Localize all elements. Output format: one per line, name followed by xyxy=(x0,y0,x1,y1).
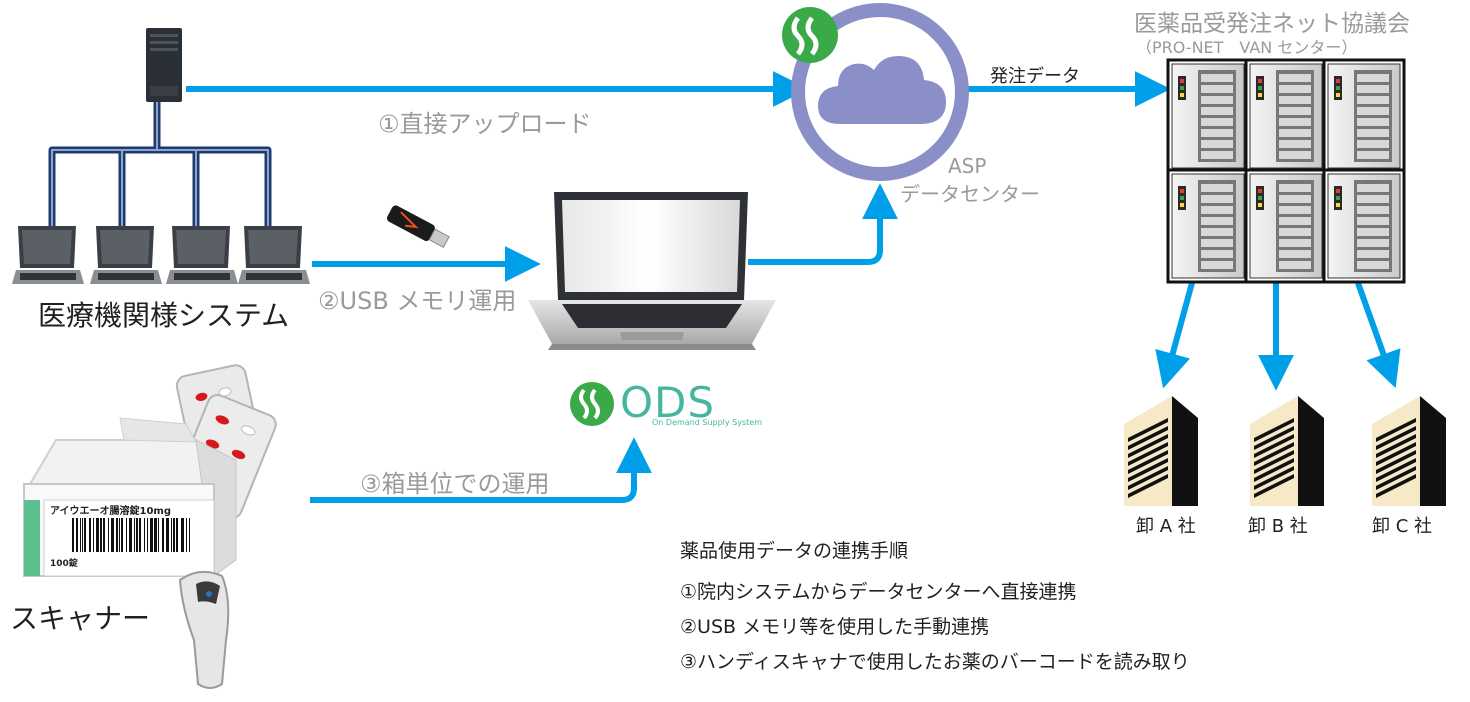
arrow-box xyxy=(310,437,652,503)
steps-title: 薬品使用データの連携手順 xyxy=(680,540,909,562)
server-unit xyxy=(1171,63,1245,169)
ods-logo-text: ODS xyxy=(620,378,716,427)
label-medical-system: 医療機関様システム xyxy=(38,299,290,332)
server-unit xyxy=(1171,173,1245,279)
label-box-operation: ③箱単位での運用 xyxy=(360,470,550,498)
label-asp: ASP xyxy=(948,154,987,178)
network-lines xyxy=(48,96,272,236)
label-vendor-sub: （PRO-NET VAN センター） xyxy=(1136,38,1358,57)
building-icons xyxy=(1124,396,1446,506)
label-data-center: データセンター xyxy=(900,182,1040,206)
label-wholesale-c: 卸 C 社 xyxy=(1372,516,1433,537)
steps-panel: 薬品使用データの連携手順 ①院内システムからデータセンターへ直接連携 ②USB … xyxy=(680,536,1190,674)
ods-tagline: On Demand Supply System xyxy=(652,418,763,427)
flow-arrows xyxy=(186,71,1401,503)
label-order-data: 発注データ xyxy=(990,66,1080,87)
building-icon xyxy=(1124,396,1198,506)
step-item: ③ハンディスキャナで使用したお薬のバーコードを読み取り xyxy=(680,651,1190,673)
laptop-icon xyxy=(528,192,776,350)
building-icon xyxy=(1372,396,1446,506)
label-vendor-title: 医薬品受発注ネット協議会 xyxy=(1134,11,1410,37)
network-lines-inner xyxy=(51,96,269,236)
product-count: 100錠 xyxy=(50,559,78,569)
arrow-to-a xyxy=(1155,282,1195,389)
server-units xyxy=(1171,63,1401,279)
label-wholesale-a: 卸 A 社 xyxy=(1136,516,1196,537)
cloud-icon xyxy=(791,3,969,181)
label-direct-upload: ①直接アップロード xyxy=(378,110,592,138)
server-unit xyxy=(1249,173,1323,279)
server-unit xyxy=(1327,173,1401,279)
server-unit xyxy=(1249,63,1323,169)
building-icon xyxy=(1250,396,1324,506)
server-unit xyxy=(1327,63,1401,169)
barcode-scanner-icon xyxy=(178,570,230,689)
step-item: ②USB メモリ等を使用した手動連携 xyxy=(680,616,990,638)
medicine-box-icon xyxy=(23,364,277,577)
usb-stick-icon xyxy=(386,205,450,248)
step-item: ①院内システムからデータセンターへ直接連携 xyxy=(680,581,1077,603)
ods-logo-icon xyxy=(570,382,614,426)
product-name: アイウエーオ腸溶錠10mg xyxy=(50,506,171,517)
arrow-to-c xyxy=(1355,281,1401,389)
label-usb-operation: ②USB メモリ運用 xyxy=(318,287,517,315)
client-laptops xyxy=(12,226,310,284)
arrow-laptop-to-cloud xyxy=(748,183,898,265)
ods-badge-icon xyxy=(782,7,838,63)
server-tower-icon xyxy=(146,28,182,102)
label-scanner: スキャナー xyxy=(10,602,151,635)
label-wholesale-b: 卸 B 社 xyxy=(1248,516,1308,537)
